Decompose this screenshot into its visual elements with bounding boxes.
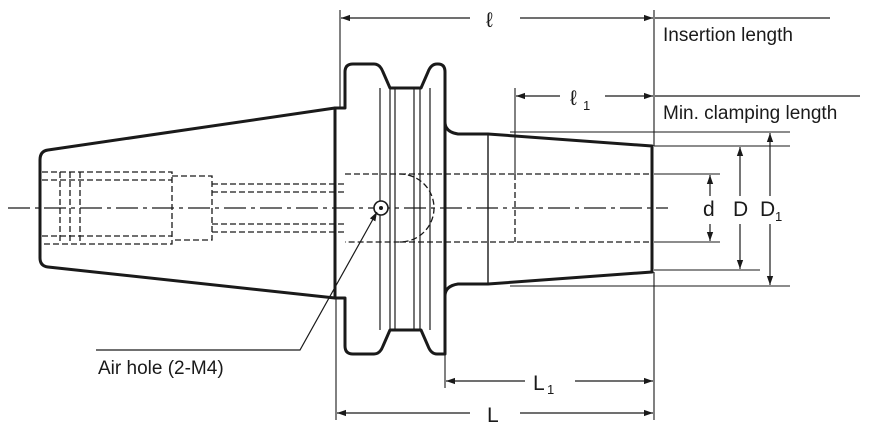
- dimension-lines: [96, 14, 860, 417]
- dim-label-L: L: [487, 404, 499, 427]
- dim-label-d: d: [703, 198, 715, 221]
- svg-text:D: D: [733, 198, 748, 221]
- dim-label-D: D: [733, 198, 748, 221]
- dim-label-l1: ℓ 1: [570, 87, 590, 113]
- front-body: [443, 121, 654, 297]
- svg-text:D: D: [760, 198, 775, 221]
- dim-label-l: ℓ: [486, 9, 493, 32]
- dim-label-D1: D 1: [760, 198, 782, 224]
- svg-text:1: 1: [547, 382, 554, 397]
- svg-text:L: L: [487, 404, 499, 427]
- air-hole-leader: [96, 211, 378, 351]
- svg-text:ℓ: ℓ: [486, 9, 493, 32]
- svg-text:L: L: [533, 372, 545, 395]
- air-hole-label: Air hole (2-M4): [98, 358, 224, 379]
- holder-outline: [38, 62, 654, 356]
- flange-groove-lines: [379, 88, 431, 330]
- insertion-length-label: Insertion length: [663, 25, 793, 46]
- svg-text:1: 1: [583, 98, 590, 113]
- dim-label-L1: L 1: [533, 372, 554, 397]
- air-hole-symbol: [373, 200, 389, 216]
- extension-lines: [335, 10, 790, 420]
- svg-text:ℓ: ℓ: [570, 87, 577, 110]
- svg-text:1: 1: [775, 209, 782, 224]
- taper-shank: [38, 106, 336, 300]
- min-clamping-length-label: Min. clamping length: [663, 103, 837, 124]
- svg-text:d: d: [703, 198, 715, 221]
